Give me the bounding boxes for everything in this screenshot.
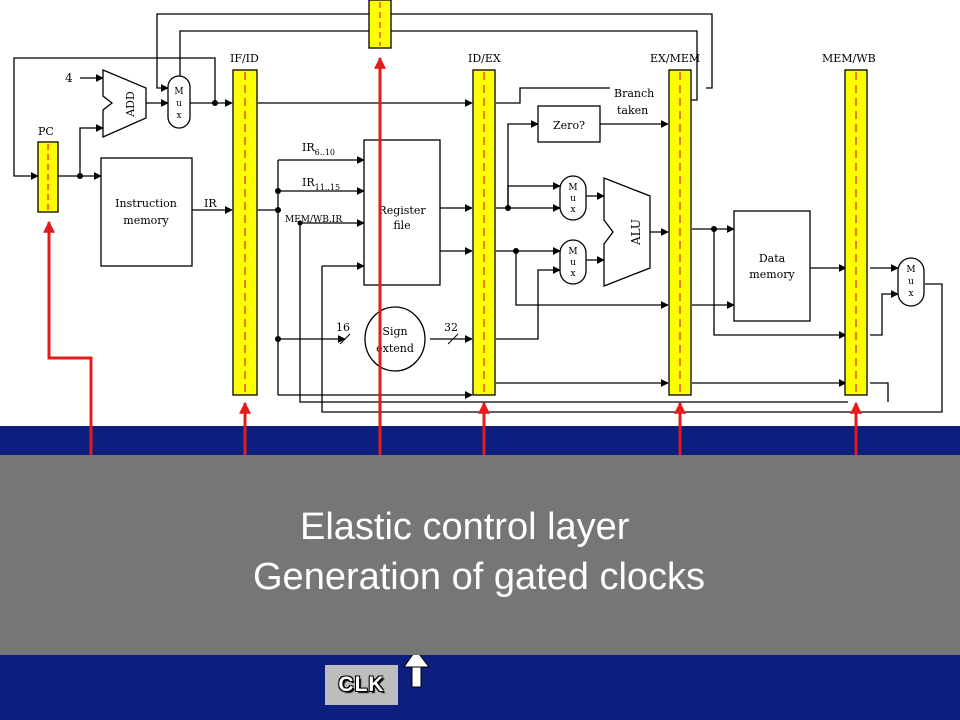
alu-mux-top: [559, 175, 587, 221]
width-16-slash: [339, 333, 351, 345]
constant-four-label: 4: [65, 71, 73, 85]
gated-clocks-subtitle: Generation of gated clocks: [253, 556, 706, 598]
elastic-control-title: Elastic control layer: [300, 506, 630, 548]
instruction-memory: [100, 157, 193, 267]
wb-mux-label-3: x: [908, 289, 913, 299]
alu-mux-bottom-label-1: M: [568, 247, 577, 257]
mem-wb-ir-label: MEM/WB.IR: [285, 215, 342, 225]
pc-register: [37, 141, 59, 213]
wb-mux-label-1: M: [906, 265, 915, 275]
pc-mux-label-3: x: [176, 111, 181, 121]
alu-mux-top-label-3: x: [570, 205, 575, 215]
sign-extend: [364, 306, 426, 372]
mem-wb-register: [844, 69, 868, 396]
register-file-label-1: Register: [378, 204, 426, 217]
register-file: [363, 139, 441, 286]
clk-arrow: [403, 649, 431, 688]
id-ex-register: [472, 69, 496, 396]
ex-mem-label: EX/MEM: [650, 52, 700, 65]
width-32-label: 32: [444, 321, 458, 334]
adder-block: [102, 69, 147, 138]
alu-mux-bottom: [559, 239, 587, 285]
data-memory-label-2: memory: [749, 268, 795, 281]
pc-mux: [167, 75, 191, 129]
data-memory-label-1: Data: [759, 252, 786, 265]
pc-mux-label-2: u: [176, 99, 182, 109]
if-id-register: [232, 69, 258, 396]
branch-taken-label-2: taken: [617, 104, 648, 117]
pc-mux-label-1: M: [174, 87, 183, 97]
ex-mem-register: [668, 69, 692, 396]
pc-label: PC: [38, 125, 54, 138]
clock-line-pc: [43, 220, 93, 470]
data-memory: [733, 210, 811, 322]
width-32-slash: [447, 333, 459, 345]
wb-mux: [897, 257, 925, 307]
elastic-control-panel: Elastic control layer Generation of gate…: [0, 455, 960, 655]
register-file-label-2: file: [393, 219, 410, 232]
sign-extend-label-1: Sign: [382, 325, 407, 338]
ir-label: IR: [204, 197, 217, 210]
ir-6-10-label: IR6..10: [302, 141, 335, 157]
branch-taken-label-1: Branch: [614, 87, 654, 100]
clk-label: CLK: [338, 673, 385, 696]
if-id-label: IF/ID: [230, 52, 259, 65]
ir-11-15-label: IR11..15: [302, 176, 340, 192]
alu-mux-top-label-1: M: [568, 183, 577, 193]
width-16-label: 16: [336, 321, 350, 334]
alu-mux-bottom-label-2: u: [570, 258, 576, 268]
junction-dots: [77, 100, 717, 342]
mem-wb-label: MEM/WB: [822, 52, 876, 65]
zero-label: Zero?: [553, 119, 585, 132]
instruction-memory-label-1: Instruction: [115, 197, 177, 210]
adder-label: ADD: [124, 91, 137, 118]
top-latch-register: [368, 0, 392, 49]
clk-box: CLK: [325, 665, 398, 705]
datapath-wires: [13, 13, 943, 413]
alu-block: [603, 177, 651, 287]
instruction-memory-label-2: memory: [123, 214, 169, 227]
alu-mux-bottom-label-3: x: [570, 269, 575, 279]
wb-mux-label-2: u: [908, 277, 914, 287]
alu-mux-top-label-2: u: [570, 194, 576, 204]
sign-extend-label-2: extend: [376, 342, 414, 355]
alu-label: ALU: [629, 219, 643, 246]
zero-block: [537, 105, 601, 143]
id-ex-label: ID/EX: [468, 52, 501, 65]
